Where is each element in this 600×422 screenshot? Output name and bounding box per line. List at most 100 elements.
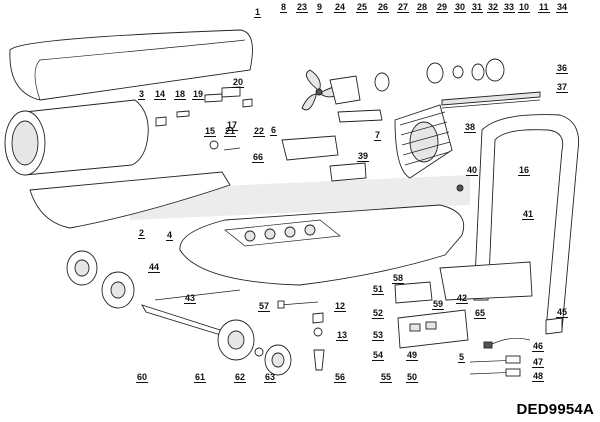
label-40: 40 bbox=[466, 165, 479, 176]
label-23: 23 bbox=[296, 2, 309, 13]
label-34: 34 bbox=[556, 2, 569, 13]
label-24: 24 bbox=[334, 2, 347, 13]
label-45: 45 bbox=[556, 307, 569, 318]
igniter-19 bbox=[204, 93, 223, 103]
label-65: 65 bbox=[474, 308, 487, 319]
label-56: 56 bbox=[334, 372, 347, 383]
label-18: 18 bbox=[174, 89, 187, 100]
label-21: 21 bbox=[224, 126, 237, 137]
cable-57 bbox=[279, 301, 319, 306]
washer-62 bbox=[254, 347, 264, 357]
label-26: 26 bbox=[377, 2, 390, 13]
nut-13 bbox=[313, 327, 323, 337]
screw-18 bbox=[176, 110, 190, 118]
label-49: 49 bbox=[406, 350, 419, 361]
plate-6 bbox=[281, 135, 339, 161]
clip-39 bbox=[329, 162, 367, 182]
bracket-45 bbox=[545, 317, 563, 335]
label-15: 15 bbox=[204, 126, 217, 137]
label-7: 7 bbox=[374, 130, 382, 141]
label-10: 10 bbox=[518, 2, 531, 13]
label-3: 3 bbox=[138, 89, 146, 100]
wheel-61 bbox=[217, 319, 255, 361]
label-48: 48 bbox=[532, 371, 545, 382]
label-61: 61 bbox=[194, 372, 207, 383]
label-46: 46 bbox=[532, 341, 545, 352]
clip-14 bbox=[155, 116, 167, 127]
label-9: 9 bbox=[316, 2, 324, 13]
label-55: 55 bbox=[380, 372, 393, 383]
label-52: 52 bbox=[372, 308, 385, 319]
part-40 bbox=[456, 184, 464, 192]
label-27: 27 bbox=[397, 2, 410, 13]
label-22: 22 bbox=[253, 126, 266, 137]
label-63: 63 bbox=[264, 372, 277, 383]
bracket-7 bbox=[337, 109, 383, 123]
label-8: 8 bbox=[280, 2, 288, 13]
label-32: 32 bbox=[487, 2, 500, 13]
label-13: 13 bbox=[336, 330, 349, 341]
label-6: 6 bbox=[270, 125, 278, 136]
fan-guard bbox=[394, 104, 453, 179]
switch-box bbox=[394, 281, 433, 304]
label-39: 39 bbox=[357, 151, 370, 162]
label-44: 44 bbox=[148, 262, 161, 273]
label-41: 41 bbox=[522, 209, 535, 220]
label-36: 36 bbox=[556, 63, 569, 74]
label-58: 58 bbox=[392, 273, 405, 284]
label-25: 25 bbox=[356, 2, 369, 13]
label-19: 19 bbox=[192, 89, 205, 100]
label-4: 4 bbox=[166, 230, 174, 241]
label-42: 42 bbox=[456, 293, 469, 304]
label-5: 5 bbox=[458, 352, 466, 363]
motor bbox=[329, 75, 361, 105]
part-66 bbox=[223, 147, 241, 151]
label-54: 54 bbox=[372, 350, 385, 361]
clip-22 bbox=[242, 98, 253, 108]
label-59: 59 bbox=[432, 299, 445, 310]
hubcap-63 bbox=[264, 344, 292, 376]
label-11: 11 bbox=[538, 2, 550, 13]
label-28: 28 bbox=[416, 2, 429, 13]
combustion-chamber bbox=[4, 99, 149, 176]
label-47: 47 bbox=[532, 357, 545, 368]
wheel-axle bbox=[141, 304, 226, 337]
label-1: 1 bbox=[254, 7, 262, 18]
lower-shell bbox=[29, 171, 231, 229]
model-code: DED9954A bbox=[516, 401, 594, 418]
label-12: 12 bbox=[334, 301, 347, 312]
label-66: 66 bbox=[252, 152, 265, 163]
label-38: 38 bbox=[464, 122, 477, 133]
label-50: 50 bbox=[406, 372, 419, 383]
pump-28 bbox=[426, 62, 444, 84]
ring-25 bbox=[374, 72, 390, 92]
wheel-left-front bbox=[101, 271, 135, 309]
label-14: 14 bbox=[154, 89, 167, 100]
label-62: 62 bbox=[234, 372, 247, 383]
label-17: 17 bbox=[226, 120, 239, 131]
label-30: 30 bbox=[454, 2, 467, 13]
rod-37 bbox=[441, 99, 541, 109]
fuel-tank-base bbox=[179, 204, 465, 286]
bolt-56 bbox=[313, 349, 325, 371]
power-cable bbox=[489, 338, 531, 346]
label-33: 33 bbox=[503, 2, 516, 13]
label-53: 53 bbox=[372, 330, 385, 341]
label-57: 57 bbox=[258, 301, 271, 312]
bracket-20 bbox=[221, 86, 241, 98]
label-43: 43 bbox=[184, 293, 197, 304]
label-31: 31 bbox=[471, 2, 484, 13]
label-51: 51 bbox=[372, 284, 385, 295]
label-16: 16 bbox=[518, 165, 531, 176]
top-cover bbox=[9, 29, 253, 101]
label-60: 60 bbox=[136, 372, 149, 383]
label-37: 37 bbox=[556, 82, 569, 93]
label-20: 20 bbox=[232, 77, 245, 88]
rod-36 bbox=[441, 91, 541, 106]
part-15 bbox=[209, 140, 219, 150]
bushing-12 bbox=[312, 312, 324, 324]
label-29: 29 bbox=[436, 2, 449, 13]
wheel-left-rear bbox=[66, 250, 98, 286]
